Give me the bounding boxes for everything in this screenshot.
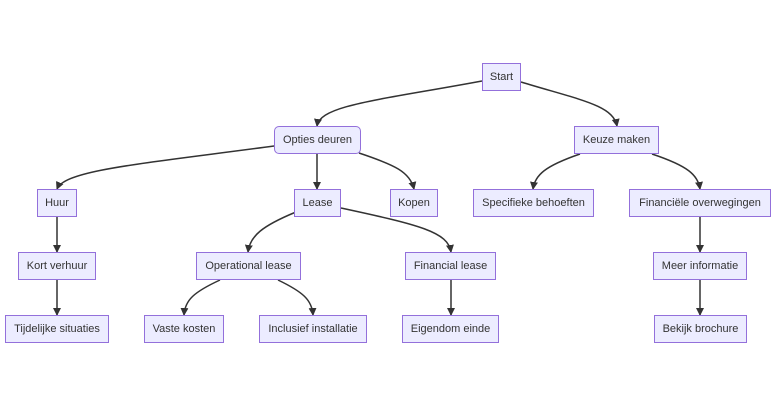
node-financiele-overwegingen: Financiële overwegingen — [629, 189, 771, 217]
edge-lease-financial-lease — [340, 207, 454, 253]
node-huur: Huur — [37, 189, 77, 217]
node-lease: Lease — [294, 189, 341, 217]
edge-keuze-maken-specifieke-behoeften — [530, 153, 581, 190]
edge-start-keuze-maken — [520, 81, 620, 127]
edge-opties-deuren-kopen — [358, 152, 417, 190]
node-opties-deuren: Opties deuren — [274, 126, 361, 154]
node-kort-verhuur: Kort verhuur — [18, 252, 96, 280]
edge-operational-lease-inclusief-installatie — [277, 279, 317, 316]
node-bekijk-brochure: Bekijk brochure — [654, 315, 747, 343]
node-inclusief-installatie: Inclusief installatie — [259, 315, 367, 343]
edge-opties-deuren-huur — [56, 145, 275, 190]
node-eigendom-einde: Eigendom einde — [402, 315, 499, 343]
node-operational-lease: Operational lease — [196, 252, 301, 280]
edge-operational-lease-vaste-kosten — [180, 279, 221, 316]
edge-lease-operational-lease — [244, 211, 297, 253]
node-keuze-maken: Keuze maken — [574, 126, 659, 154]
node-meer-informatie: Meer informatie — [653, 252, 747, 280]
node-kopen: Kopen — [390, 189, 438, 217]
node-start: Start — [482, 63, 521, 91]
edge-start-opties-deuren — [314, 80, 483, 127]
node-financial-lease: Financial lease — [405, 252, 496, 280]
node-tijdelijke-situaties: Tijdelijke situaties — [5, 315, 109, 343]
node-specifieke-behoeften: Specifieke behoeften — [473, 189, 594, 217]
edge-keuze-maken-financiele-overwegingen — [651, 153, 703, 190]
node-vaste-kosten: Vaste kosten — [144, 315, 224, 343]
